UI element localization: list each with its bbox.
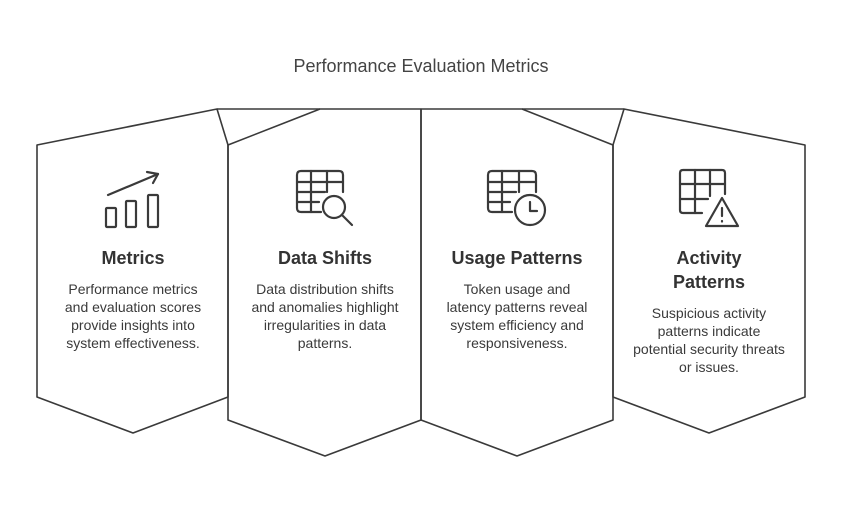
- table-search-icon: [295, 168, 357, 235]
- column-metrics: Metrics Performance metrics and evaluati…: [56, 246, 210, 352]
- grid-warning-icon: [678, 168, 740, 235]
- bar-chart-trend-icon: [103, 168, 163, 235]
- column-title: Usage Patterns: [451, 248, 583, 268]
- column-usage-patterns: Usage Patterns Token usage and latency p…: [440, 246, 594, 352]
- table-clock-icon: [486, 168, 550, 235]
- column-description: Suspicious activity patterns indicate po…: [633, 305, 785, 375]
- column-title: Metrics: [101, 248, 165, 268]
- column-title: Activity Patterns: [672, 248, 746, 292]
- column-description: Performance metrics and evaluation score…: [64, 281, 202, 351]
- column-title: Data Shifts: [277, 248, 373, 268]
- column-description: Data distribution shifts and anomalies h…: [251, 281, 399, 351]
- diagram-title: Performance Evaluation Metrics: [293, 56, 549, 76]
- column-activity-patterns: Activity Patterns Suspicious activity pa…: [632, 246, 786, 376]
- column-data-shifts: Data Shifts Data distribution shifts and…: [246, 246, 404, 352]
- column-description: Token usage and latency patterns reveal …: [446, 281, 588, 351]
